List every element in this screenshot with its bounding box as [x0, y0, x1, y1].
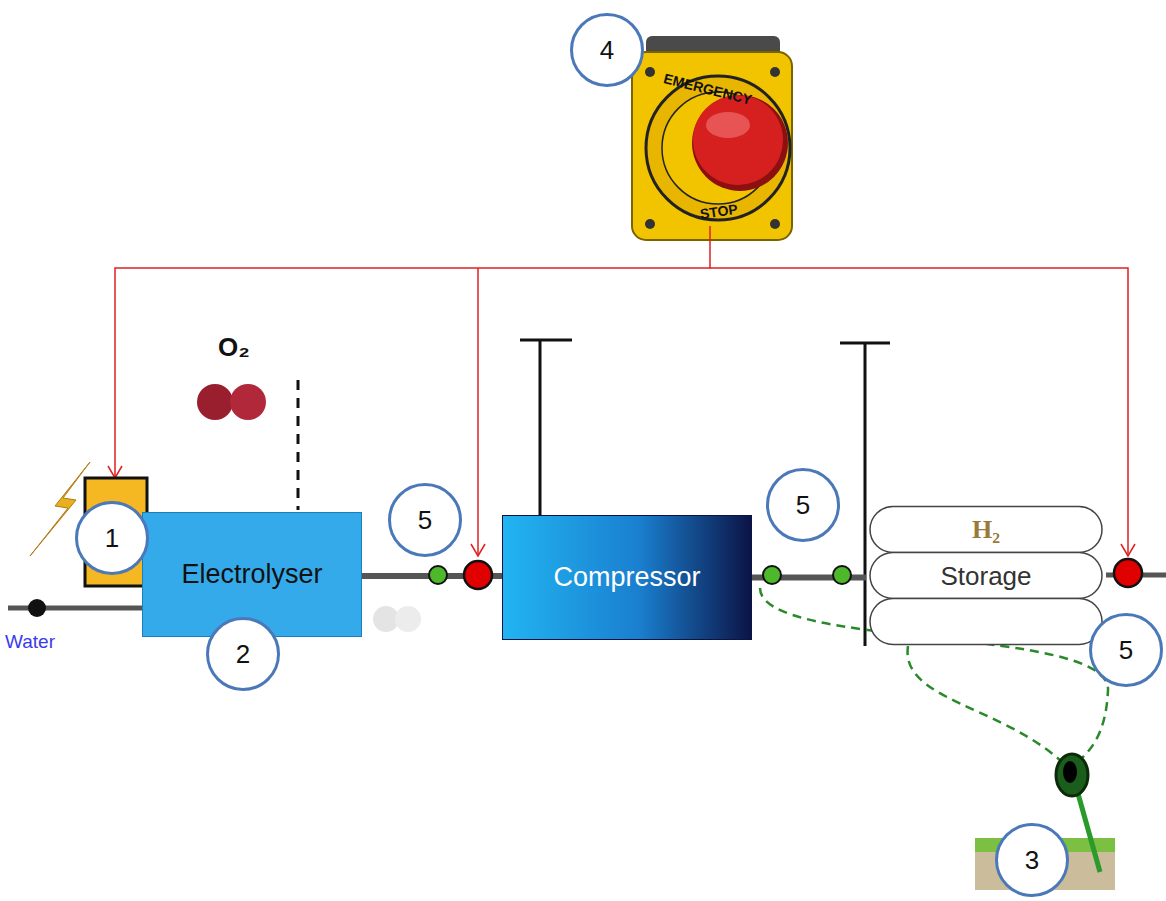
pipe-connector [362, 576, 502, 577]
valve-open [763, 566, 781, 584]
emergency-wiring [108, 226, 1135, 556]
input-label: Water [5, 631, 55, 653]
callout-circle: 1 [75, 501, 149, 575]
hydrogen-molecule [395, 606, 421, 632]
callout-circle: 3 [995, 823, 1069, 897]
callout-number: 1 [105, 523, 119, 554]
callout-number: 5 [1119, 635, 1133, 666]
valve-closed [1114, 559, 1142, 587]
oxygen-molecule [230, 384, 266, 420]
leak-sensor [1063, 761, 1077, 783]
oxygen-vent [297, 380, 300, 510]
callout-circle: 5 [766, 468, 840, 542]
callout-number: 2 [236, 639, 250, 670]
callout-number: 5 [418, 505, 432, 536]
leak-sensor [1056, 754, 1088, 796]
callout-number: 4 [600, 35, 614, 66]
callout-circle: 5 [388, 483, 462, 557]
sensor-probe [1077, 790, 1100, 872]
outlet-pipe [1106, 573, 1166, 578]
box-label: Electrolyser [181, 560, 322, 590]
process-box: Compressor [502, 515, 752, 640]
box-label: Compressor [553, 563, 700, 593]
storage-tank: H₂Storage [866, 505, 1106, 646]
valve-closed [464, 561, 492, 589]
callout-circle: 4 [570, 13, 644, 87]
gas-name: H₂ [866, 507, 1106, 553]
callout-number: 5 [796, 490, 810, 521]
emergency-stop-button [632, 36, 792, 240]
callout-number: 3 [1025, 845, 1039, 876]
oxygen-molecule [197, 384, 233, 420]
pipe-connector [752, 577, 866, 578]
callout-circle: 5 [1089, 613, 1163, 687]
gas-label: O₂ [218, 332, 250, 363]
valve-dot [28, 599, 46, 617]
sensor-wiring [760, 588, 1108, 762]
tank-label: Storage [866, 553, 1106, 599]
callout-circle: 2 [206, 617, 280, 691]
valve-open [429, 566, 447, 584]
valve-open [833, 566, 851, 584]
